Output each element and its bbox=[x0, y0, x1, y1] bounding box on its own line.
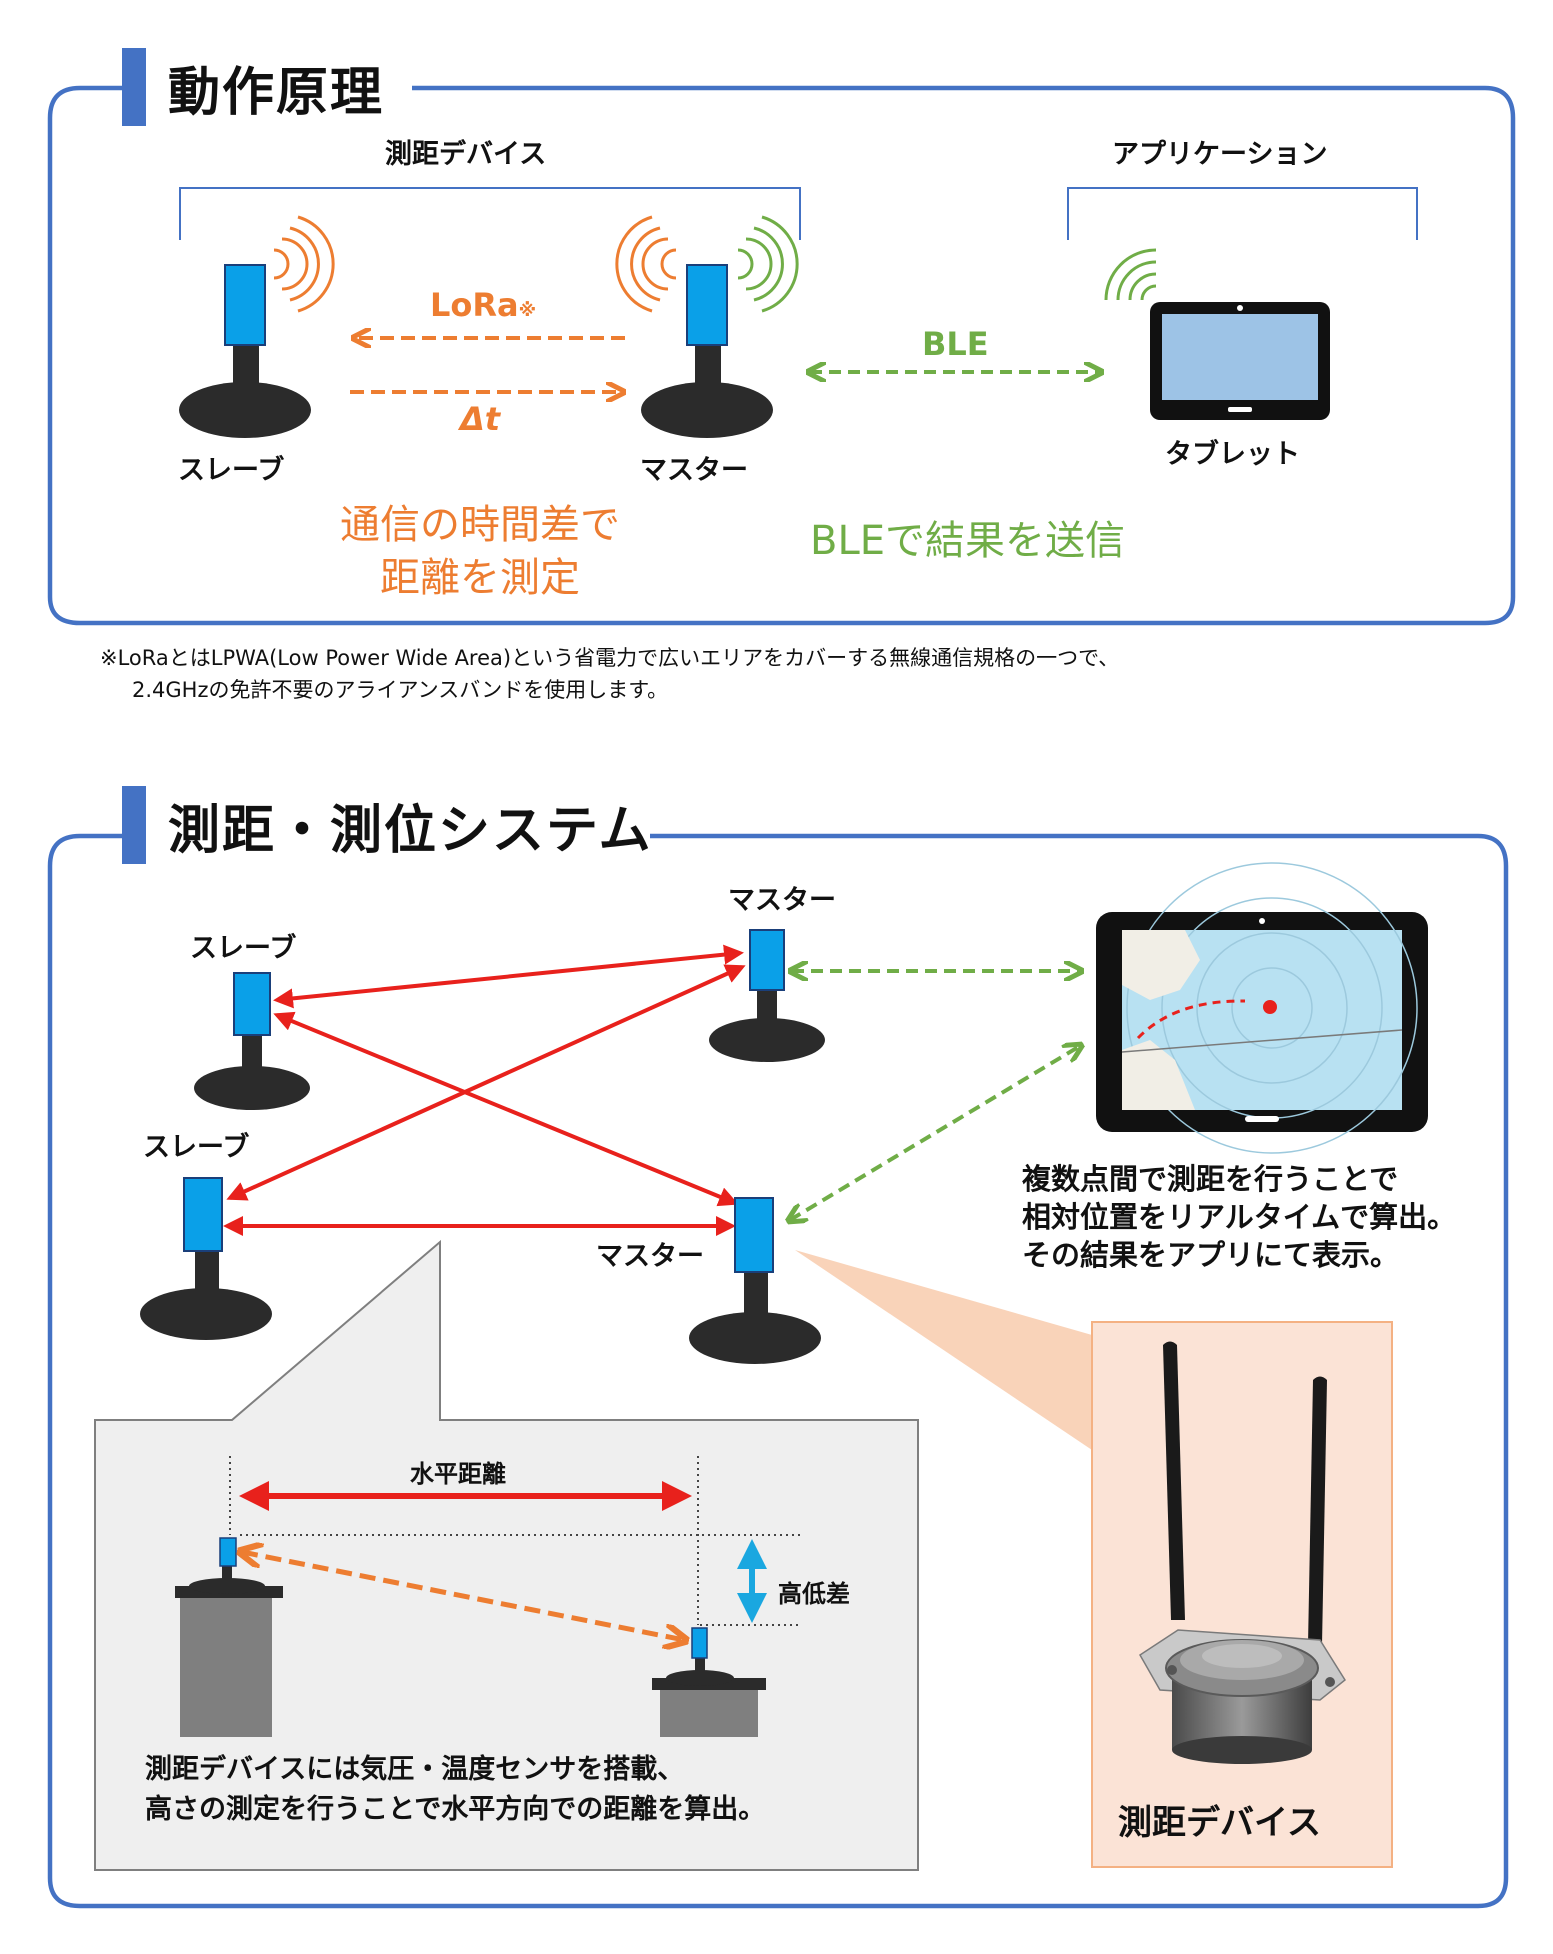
lora-footnote-mark: ※ bbox=[518, 300, 537, 321]
slave-device-bottom bbox=[140, 1177, 272, 1340]
ranging-description-line1: 通信の時間差で bbox=[340, 502, 620, 548]
app-group-label: アプリケーション bbox=[1112, 139, 1328, 170]
lora-footnote-line2: 2.4GHzの免許不要のアライアンスバンドを使用します。 bbox=[132, 678, 669, 702]
ranging-description-line2: 距離を測定 bbox=[380, 555, 580, 601]
wifi-waves-icon bbox=[273, 215, 335, 313]
slave-top-label: スレーブ bbox=[190, 933, 297, 964]
master-label: マスター bbox=[640, 455, 748, 486]
section1-frame bbox=[47, 48, 1516, 626]
app-group-bracket bbox=[1067, 187, 1418, 240]
device-photo-caption: 測距デバイス bbox=[1118, 1803, 1321, 1843]
tablet-description-line3: その結果をアプリにて表示。 bbox=[1022, 1238, 1400, 1272]
tablet-description-line1: 複数点間で測距を行うことで bbox=[1022, 1162, 1399, 1196]
wifi-waves-icon bbox=[737, 215, 799, 313]
device-photo-box bbox=[1091, 1321, 1393, 1868]
wifi-waves-icon bbox=[615, 215, 677, 313]
slave-device bbox=[179, 215, 335, 438]
lora-footnote-line1: ※LoRaとはLPWA(Low Power Wide Area)という省電力で広… bbox=[100, 646, 1120, 670]
master-device-top bbox=[709, 929, 825, 1062]
wifi-waves-icon bbox=[1104, 248, 1157, 301]
section2-title: 測距・測位システム bbox=[168, 801, 653, 861]
ble-description: BLEで結果を送信 bbox=[810, 518, 1125, 564]
lora-label: LoRa※ bbox=[430, 286, 536, 324]
height-diff-label: 高低差 bbox=[778, 1580, 850, 1608]
master-top-label: マスター bbox=[728, 885, 836, 916]
height-callout-text: 測距デバイスには気圧・温度センサを搭載、 高さの測定を行うことで水平方向での距離… bbox=[145, 1750, 765, 1830]
master-bottom-label: マスター bbox=[596, 1241, 704, 1272]
tablet-label: タブレット bbox=[1165, 439, 1300, 470]
device-group-bracket bbox=[179, 187, 801, 240]
master-device bbox=[615, 215, 799, 438]
section1-title: 動作原理 bbox=[168, 63, 385, 123]
map-tablet-icon bbox=[1096, 862, 1428, 1154]
slave-bottom-label: スレーブ bbox=[143, 1132, 250, 1163]
height-callout-line1: 測距デバイスには気圧・温度センサを搭載、 bbox=[145, 1754, 685, 1785]
delta-t-label: Δt bbox=[460, 400, 501, 438]
tablet-description-line2: 相対位置をリアルタイムで算出。 bbox=[1022, 1200, 1457, 1234]
ranging-arrows bbox=[223, 944, 746, 1236]
height-diagram bbox=[175, 1456, 800, 1737]
tablet-icon bbox=[1104, 248, 1330, 420]
range-device-photo bbox=[1138, 1341, 1346, 1764]
master-device-bottom bbox=[689, 1197, 821, 1364]
section2-title-bar bbox=[122, 786, 146, 864]
height-callout-line2: 高さの測定を行うことで水平方向での距離を算出。 bbox=[145, 1794, 766, 1825]
diagonal-range-arrow bbox=[242, 1552, 684, 1640]
device-group-label: 測距デバイス bbox=[385, 139, 547, 170]
section1-title-bar bbox=[122, 48, 146, 126]
horizontal-distance-label: 水平距離 bbox=[410, 1460, 506, 1488]
slave-device-top bbox=[194, 972, 310, 1110]
ble-label: BLE bbox=[922, 325, 989, 363]
section2-frame bbox=[47, 786, 1509, 1909]
device-photo-wedge bbox=[795, 1250, 1092, 1450]
tablet-description: 複数点間で測距を行うことで 相対位置をリアルタイムで算出。 その結果をアプリにて… bbox=[1022, 1160, 1456, 1274]
slave-label: スレーブ bbox=[178, 455, 285, 486]
lora-text: LoRa bbox=[430, 286, 519, 324]
